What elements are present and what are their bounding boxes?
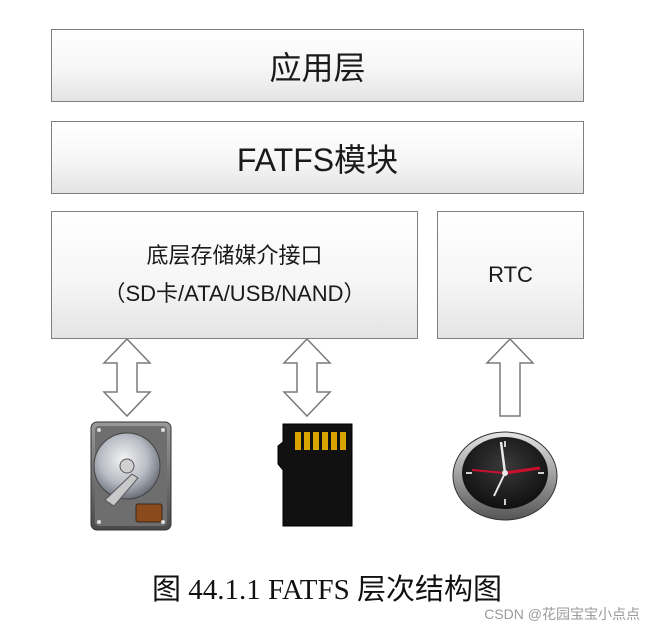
hard-disk-icon	[90, 421, 172, 531]
fatfs-module-label: FATFS模块	[236, 141, 399, 178]
rtc-label: RTC	[488, 262, 533, 287]
application-layer-box: 应用层	[51, 29, 584, 102]
fatfs-module-box: FATFS模块	[51, 121, 584, 194]
storage-interface-label: 底层存储媒介接口	[146, 243, 323, 268]
clock-icon	[452, 431, 558, 521]
figure-caption: 图 44.1.1 FATFS 层次结构图	[152, 574, 502, 606]
hard-disk-double-arrow	[102, 337, 152, 418]
rtc-up-arrow	[485, 337, 535, 417]
storage-interface-box: 底层存储媒介接口 （SD卡/ATA/USB/NAND）	[51, 211, 418, 339]
sd-card-double-arrow	[282, 337, 332, 418]
application-layer-label: 应用层	[269, 49, 366, 86]
sd-card-icon	[277, 423, 353, 527]
watermark: CSDN @花园宝宝小点点	[484, 606, 640, 622]
storage-interface-sublabel: （SD卡/ATA/USB/NAND）	[103, 281, 366, 306]
